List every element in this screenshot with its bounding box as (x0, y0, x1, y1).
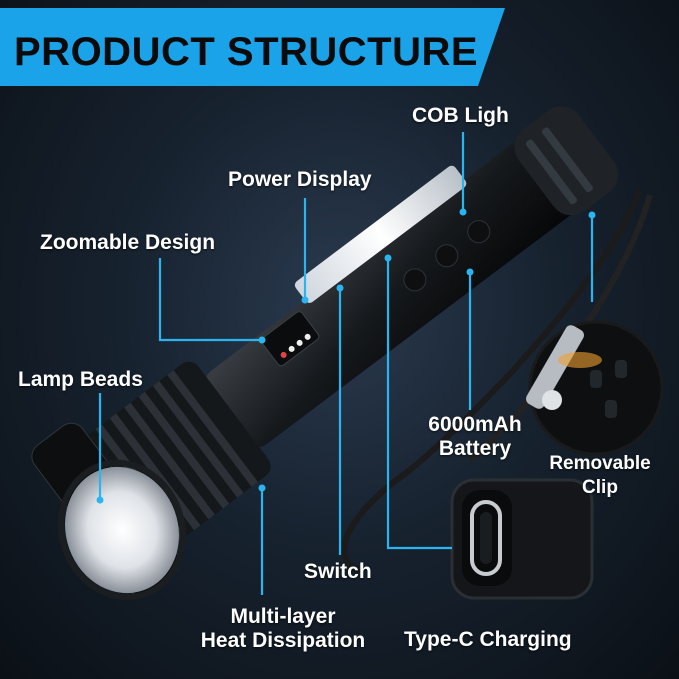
title-banner: PRODUCT STRUCTURE (0, 8, 505, 86)
type-c-inset (450, 478, 594, 600)
removable-clip-line1: Removable (549, 453, 651, 474)
leader-lines (98, 132, 594, 595)
heat-dissipation-line1: Multi-layer (230, 605, 336, 628)
battery-label-line2: Battery (438, 437, 512, 460)
battery-label-line1: 6000mAh (428, 413, 522, 436)
lanyard (341, 188, 643, 573)
heat-dissipation-label: Multi-layer Heat Dissipation (190, 605, 376, 653)
removable-clip-label: Removable Clip (534, 452, 666, 500)
heat-dissipation-line2: Heat Dissipation (200, 629, 366, 652)
clip-inset (526, 320, 664, 456)
zoomable-design-label: Zoomable Design (40, 231, 216, 254)
removable-clip-line2: Clip (582, 477, 618, 498)
cob-light-panel (294, 165, 467, 303)
power-display-label: Power Display (228, 168, 372, 191)
switch-label: Switch (304, 560, 372, 583)
lamp-beads-label: Lamp Beads (18, 368, 143, 391)
cob-light-label: COB Ligh (412, 104, 509, 127)
battery-label: 6000mAh Battery (420, 413, 530, 461)
lens (65, 466, 179, 594)
banner-title: PRODUCT STRUCTURE (14, 30, 479, 74)
type-c-label: Type-C Charging (404, 628, 572, 651)
